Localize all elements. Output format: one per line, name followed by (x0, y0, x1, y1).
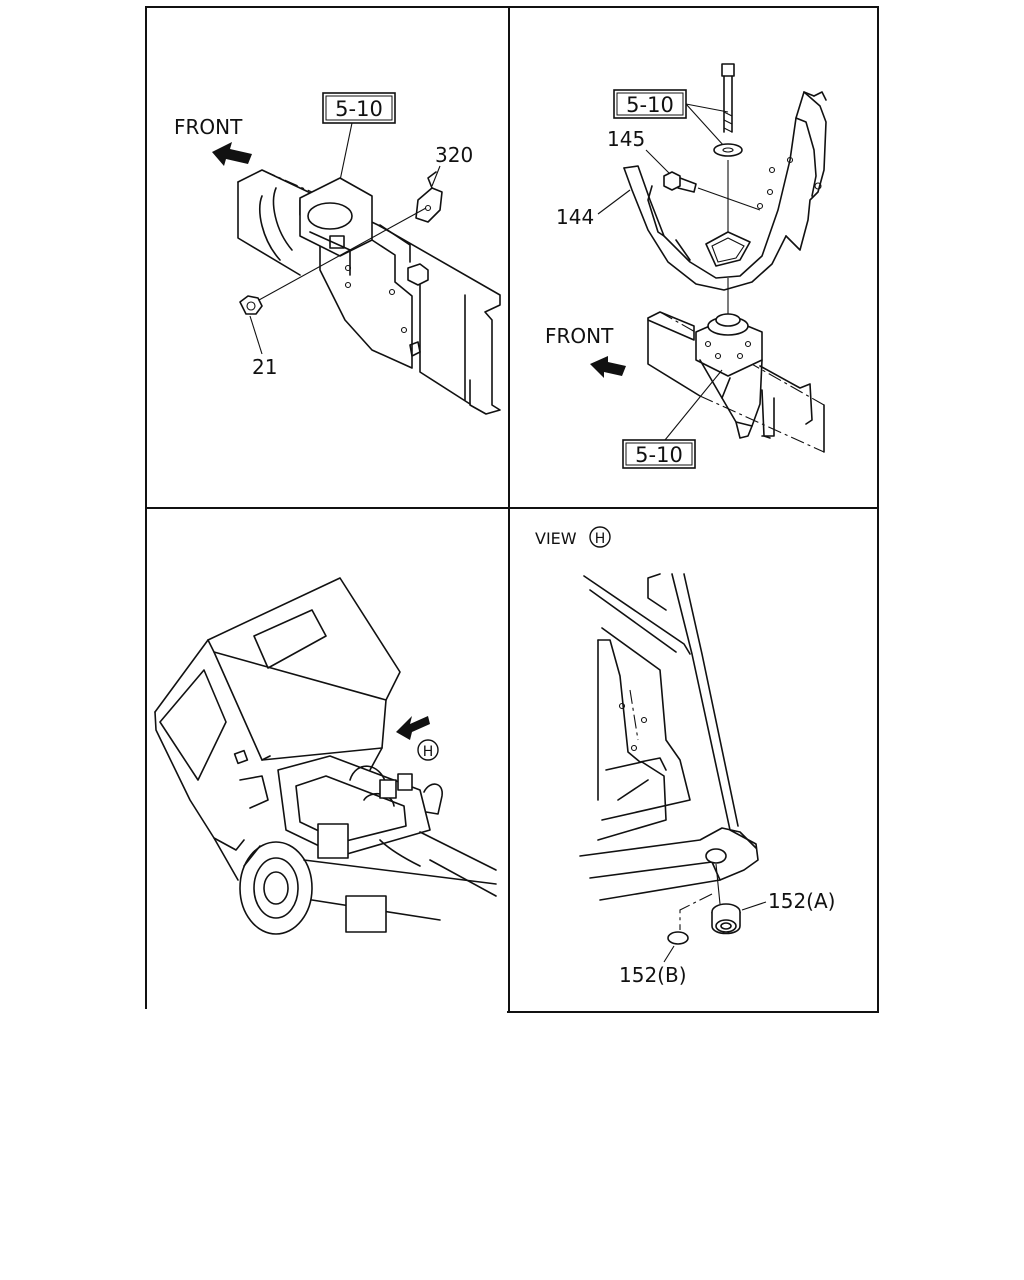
callout-145: 145 (607, 127, 645, 151)
ref-box-inner-tr-top (616, 92, 684, 116)
callout-152a: 152(A) (768, 889, 835, 913)
view-direction-arrow-icon (396, 716, 430, 740)
panel-bottom-left: H (154, 577, 497, 935)
panel-bottom-right: VIEW H 152(A (535, 526, 835, 987)
small-bolt-145 (663, 171, 761, 211)
ref-box-inner-tr-bottom (625, 442, 693, 466)
callout-144: 144 (556, 205, 594, 229)
front-label-tr: FRONT (545, 324, 614, 348)
leader-ref-tr-b (685, 103, 725, 147)
front-arrow-icon (212, 142, 252, 166)
leader-320 (431, 165, 441, 187)
ref-box-label-tl: 5-10 (335, 97, 383, 121)
leader-ref-tr-a (685, 103, 729, 113)
ref-box-label-tr-bottom: 5-10 (635, 443, 683, 467)
chassis-engine (277, 755, 497, 933)
front-arrow-icon (590, 356, 626, 378)
long-bolt (713, 63, 743, 235)
leader-ref-tr-bottom (664, 369, 723, 441)
callout-320: 320 (435, 143, 473, 167)
leader-152b (663, 945, 675, 963)
view-marker-bl: H (423, 744, 434, 760)
ref-box-tr-bottom (622, 439, 696, 469)
clip-part-320 (415, 171, 443, 223)
panel-top-left: FRONT 5-10 (174, 92, 501, 415)
ref-box-label-tr-top: 5-10 (626, 93, 674, 117)
view-prefix: VIEW (535, 529, 577, 548)
open-corner-mask (145, 1009, 507, 1015)
view-marker-circle-br (589, 526, 611, 548)
nut-part-21 (239, 295, 263, 315)
cab-mount-bracket-144 (623, 91, 827, 291)
ref-box-inner-tl (325, 95, 393, 121)
callout-152b: 152(B) (619, 963, 687, 987)
outer-frame (145, 6, 879, 1013)
panel-frames (145, 6, 879, 1015)
ref-box-tl (322, 92, 396, 124)
leader-152a (741, 901, 767, 911)
leader-144 (597, 189, 631, 215)
front-wheel (239, 841, 313, 935)
bracket-tl (258, 177, 429, 369)
truck-cab (154, 577, 401, 881)
mount-part-152b (667, 893, 713, 945)
rubber-mount (695, 313, 771, 439)
callout-21: 21 (252, 355, 277, 379)
mount-part-152a (711, 863, 741, 935)
assembly-line-320 (249, 207, 427, 306)
panel-top-right: 5-10 145 144 (545, 63, 827, 469)
leader-145 (645, 149, 673, 177)
view-marker-circle-bl (417, 739, 439, 761)
front-label-tl: FRONT (174, 115, 243, 139)
cab-floor-view (579, 573, 759, 901)
view-marker-br: H (595, 531, 606, 547)
leader-21 (249, 315, 263, 355)
